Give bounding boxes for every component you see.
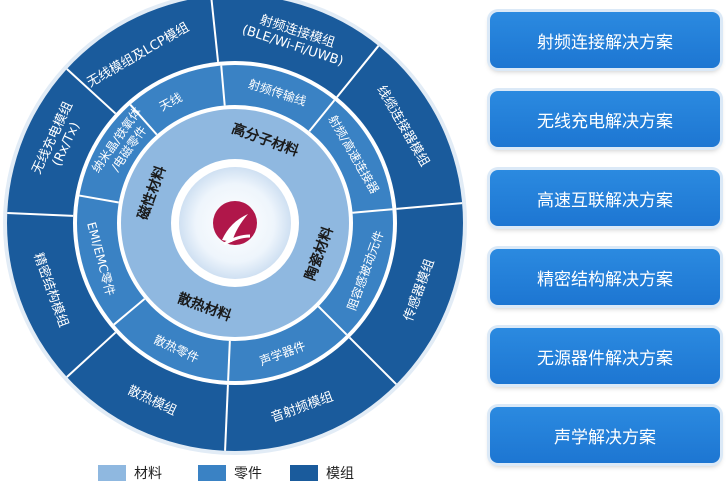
ring-divider: [227, 340, 231, 381]
solution-button-precision[interactable]: 精密结构解决方案: [490, 249, 720, 305]
ring-divider: [336, 45, 380, 98]
ring-divider: [210, 0, 220, 62]
ring-divider: [352, 208, 393, 214]
ring-divider: [308, 99, 336, 132]
legend-swatch-part: [198, 465, 226, 481]
ring-divider: [129, 104, 158, 136]
ring-divider: [220, 65, 226, 106]
ring-divider: [224, 384, 229, 451]
ring-divider: [317, 305, 348, 336]
legend-label-module: 模组: [326, 466, 354, 482]
ring-divider: [7, 212, 74, 217]
ring-divider: [66, 68, 117, 115]
ring-divider: [79, 194, 119, 204]
ring-divider: [66, 331, 117, 378]
center-logo: [171, 159, 299, 287]
legend-swatch-material: [98, 465, 126, 481]
ring-divider: [113, 298, 146, 326]
ring-divider: [348, 336, 397, 385]
legend-item-module: 模组: [290, 463, 354, 483]
solution-button-passive[interactable]: 无源器件解决方案: [490, 328, 720, 384]
layer-ring-diagram: 无线模组及LCP模组射频连接模组(BLE/Wi-Fi/UWB)线缆连接器模组传感…: [3, 0, 467, 455]
solution-button-wireless-charging[interactable]: 无线充电解决方案: [490, 91, 720, 147]
solution-button-rf[interactable]: 射频连接解决方案: [490, 12, 720, 68]
legend-item-part: 零件: [198, 463, 262, 483]
legend-label-material: 材料: [134, 466, 162, 482]
solution-button-acoustic[interactable]: 声学解决方案: [490, 407, 720, 463]
ring-divider: [396, 202, 463, 210]
legend-swatch-module: [290, 465, 318, 481]
legend-item-material: 材料: [98, 463, 162, 483]
solution-button-high-speed[interactable]: 高速互联解决方案: [490, 170, 720, 226]
legend-label-part: 零件: [234, 466, 262, 482]
